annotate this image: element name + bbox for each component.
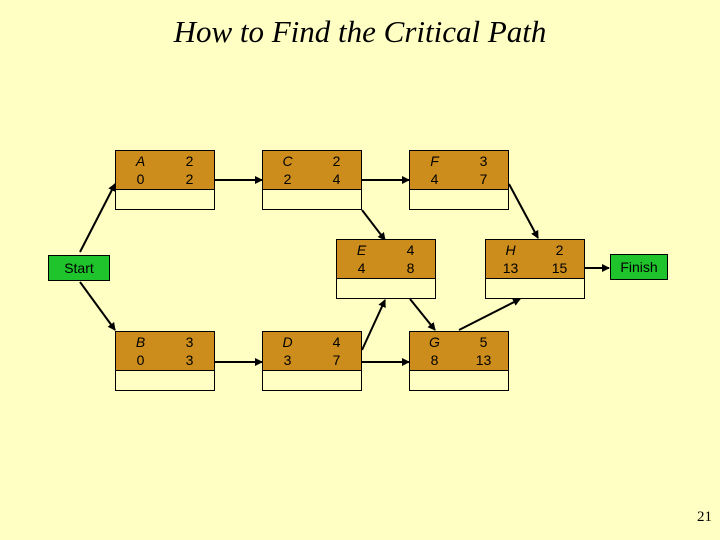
- arrow-f-to-h: [508, 183, 539, 239]
- activity-duration: 2: [555, 242, 564, 258]
- earliest-start: 4: [430, 171, 439, 187]
- start-node: Start: [48, 255, 110, 281]
- activity-node-a: A 2 0 2: [115, 150, 215, 210]
- earliest-finish: 15: [551, 260, 568, 276]
- arrow-g-to-h: [458, 298, 521, 331]
- earliest-start: 3: [283, 352, 292, 368]
- earliest-finish: 7: [479, 171, 488, 187]
- activity-name: E: [356, 242, 367, 258]
- activity-name: H: [505, 242, 516, 258]
- earliest-start: 0: [136, 171, 145, 187]
- earliest-finish: 7: [332, 352, 341, 368]
- activity-name: C: [282, 153, 293, 169]
- earliest-start: 2: [283, 171, 292, 187]
- activity-duration: 2: [185, 153, 194, 169]
- activity-node-h: H 2 13 15: [485, 239, 585, 299]
- activity-node-b: B 3 0 3: [115, 331, 215, 391]
- earliest-finish: 13: [475, 352, 492, 368]
- arrow-start-to-b: [79, 281, 116, 331]
- activity-node-e: E 4 4 8: [336, 239, 436, 299]
- arrow-e-to-g: [409, 298, 436, 331]
- activity-name: A: [135, 153, 146, 169]
- arrow-start-to-a: [79, 183, 116, 253]
- activity-duration: 5: [479, 334, 488, 350]
- earliest-start: 8: [430, 352, 439, 368]
- activity-duration: 2: [332, 153, 341, 169]
- activity-name: B: [135, 334, 146, 350]
- activity-node-g: G 5 8 13: [409, 331, 509, 391]
- activity-name: F: [430, 153, 439, 169]
- earliest-finish: 4: [332, 171, 341, 187]
- earliest-start: 13: [502, 260, 519, 276]
- earliest-finish: 2: [185, 171, 194, 187]
- activity-name: D: [282, 334, 293, 350]
- activity-name: G: [429, 334, 440, 350]
- activity-duration: 4: [332, 334, 341, 350]
- earliest-start: 0: [136, 352, 145, 368]
- earliest-finish: 3: [185, 352, 194, 368]
- finish-node: Finish: [610, 254, 668, 280]
- activity-duration: 4: [406, 242, 415, 258]
- activity-node-f: F 3 4 7: [409, 150, 509, 210]
- earliest-finish: 8: [406, 260, 415, 276]
- activity-node-c: C 2 2 4: [262, 150, 362, 210]
- activity-duration: 3: [185, 334, 194, 350]
- arrow-d-to-e: [361, 299, 386, 351]
- activity-node-d: D 4 3 7: [262, 331, 362, 391]
- arrow-c-to-e: [361, 209, 386, 241]
- earliest-start: 4: [357, 260, 366, 276]
- page-number: 21: [697, 509, 712, 525]
- slide-title: How to Find the Critical Path: [173, 14, 547, 49]
- activity-duration: 3: [479, 153, 488, 169]
